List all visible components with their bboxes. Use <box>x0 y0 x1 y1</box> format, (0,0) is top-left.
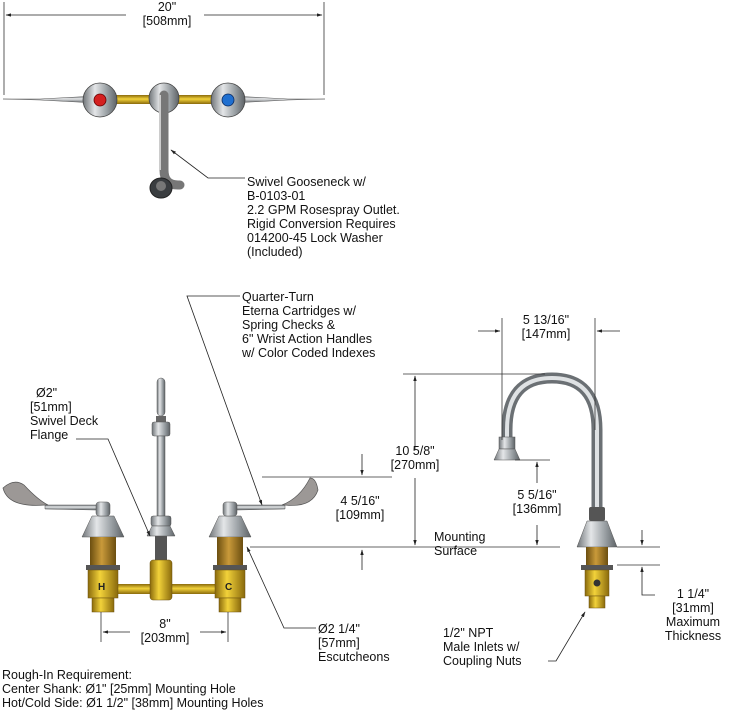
gooseneck-callout-line: 014200-45 Lock Washer <box>247 231 383 245</box>
hot-wrist-handle <box>44 504 97 511</box>
swivel-deck-flange <box>146 525 176 537</box>
gooseneck-side <box>505 375 599 510</box>
deck-thickness-mm: [31mm] <box>672 601 714 615</box>
hot-handle-top <box>2 95 97 104</box>
mounting-surface-line2: Surface <box>434 544 478 558</box>
overall-width-mm: [508mm] <box>142 14 192 28</box>
spout-base-nut <box>589 507 605 521</box>
spout-reach-inch: 5 13/16" <box>522 313 570 327</box>
flange-leader <box>76 438 151 537</box>
inlet-callout-line: Male Inlets w/ <box>443 640 520 654</box>
overall-height-mm: [270mm] <box>390 458 440 472</box>
escutcheon-diameter-mm: [57mm] <box>318 636 360 650</box>
gooseneck-leader <box>170 149 245 179</box>
side-escutcheon <box>576 520 618 548</box>
escutcheon-callout: Ø2 1/4" [57mm] Escutcheons <box>318 622 390 664</box>
center-spacing-mm: [203mm] <box>140 631 190 645</box>
cold-inlet <box>218 597 242 613</box>
center-spacing-dimension: 8" [203mm] <box>130 617 200 645</box>
escutcheon-diameter: Ø2 1/4" <box>318 622 360 636</box>
cold-index-icon <box>221 93 235 107</box>
cold-shank-thread <box>217 537 243 565</box>
overall-width-inch: 20" <box>157 0 177 14</box>
cartridge-callout: Quarter-Turn Eterna Cartridges w/ Spring… <box>242 290 375 360</box>
rough-in-requirement: Rough-In Requirement: Center Shank: Ø1" … <box>2 668 264 710</box>
gooseneck-callout-line: Rigid Conversion Requires <box>247 217 396 231</box>
mounting-surface-label: Mounting Surface <box>434 530 485 558</box>
thickness-arrow-bottom <box>640 566 655 596</box>
gooseneck-callout-line: (Included) <box>247 245 303 259</box>
deck-thickness-note: Thickness <box>664 629 722 643</box>
flange-callout-line: Flange <box>30 428 69 442</box>
overall-height-inch: 10 5/8" <box>395 444 435 458</box>
cartridge-callout-line: Quarter-Turn <box>242 290 314 304</box>
gooseneck-callout-line: Swivel Gooseneck w/ <box>247 175 366 189</box>
spout-reach-mm: [147mm] <box>521 327 571 341</box>
hot-inlet <box>91 597 115 613</box>
mounting-surface-line1: Mounting <box>434 530 486 544</box>
spout-clearance-inch: 5 5/16" <box>517 488 557 502</box>
side-view <box>403 318 660 662</box>
side-inlet <box>588 595 606 609</box>
center-shank <box>155 536 167 560</box>
rough-in-heading: Rough-In Requirement: <box>2 668 132 682</box>
rough-in-hot-cold-side: Hot/Cold Side: Ø1 1/2" [38mm] Mounting H… <box>2 696 264 710</box>
handle-height-dimension: 4 5/16" [109mm] <box>325 494 395 522</box>
handle-height-inch: 4 5/16" <box>340 494 380 508</box>
top-view <box>2 2 326 199</box>
gooseneck-callout-line: 2.2 GPM Rosespray Outlet. <box>247 203 400 217</box>
side-shank-thread <box>586 547 608 565</box>
hot-shank-thread <box>90 537 116 565</box>
cold-handle-top <box>231 95 326 104</box>
overall-width-dimension: 20" [508mm] <box>132 0 202 28</box>
spout-clearance-mm: [136mm] <box>512 502 562 516</box>
center-tee <box>149 559 173 601</box>
spout-riser <box>156 435 166 517</box>
spout-tip <box>156 377 166 417</box>
overall-height-dimension: 10 5/8" [270mm] <box>380 444 450 472</box>
deck-thickness-dimension: 1 1/4" [31mm] Maximum Thickness <box>656 587 730 643</box>
gooseneck-callout: Swivel Gooseneck w/ B-0103-01 2.2 GPM Ro… <box>247 175 400 259</box>
handle-height-mm: [109mm] <box>335 508 385 522</box>
flange-callout-line: Swivel Deck <box>30 414 99 428</box>
spout-reach-dimension: 5 13/16" [147mm] <box>506 313 586 341</box>
inlet-callout: 1/2" NPT Male Inlets w/ Coupling Nuts <box>443 626 522 668</box>
rough-in-center-shank: Center Shank: Ø1" [25mm] Mounting Hole <box>2 682 236 696</box>
rosespray-outlet <box>493 448 521 461</box>
escutcheon-label: Escutcheons <box>318 650 390 664</box>
flange-diameter: Ø2" <box>36 386 58 400</box>
spout-clearance-dimension: 5 5/16" [136mm] <box>500 488 574 516</box>
cartridge-callout-line: w/ Color Coded Indexes <box>242 346 376 360</box>
deck-thickness-inch: 1 1/4" <box>676 587 710 601</box>
cartridge-callout-line: 6" Wrist Action Handles <box>242 332 372 346</box>
flange-callout: Ø2" [51mm] Swivel Deck Flange <box>30 386 98 442</box>
cold-escutcheon <box>208 515 252 538</box>
cold-wrist-handle <box>236 504 286 511</box>
flange-diameter-mm: [51mm] <box>30 400 72 414</box>
deck-thickness-note: Maximum <box>665 615 721 629</box>
hot-index-icon <box>93 93 107 107</box>
cold-valve <box>208 477 319 613</box>
gooseneck-callout-line: B-0103-01 <box>247 189 306 203</box>
inlet-leader <box>548 611 586 662</box>
inlet-callout-line: Coupling Nuts <box>443 654 522 668</box>
cold-valve-label: C <box>225 582 232 593</box>
cartridge-leader <box>186 295 263 506</box>
hot-escutcheon <box>81 515 125 538</box>
center-spacing-inch: 8" <box>159 617 171 631</box>
hot-valve <box>2 481 125 613</box>
cartridge-callout-line: Spring Checks & <box>242 318 336 332</box>
cartridge-callout-line: Eterna Cartridges w/ <box>242 304 356 318</box>
front-view: H C <box>2 295 560 642</box>
escutcheon-leader <box>246 546 316 629</box>
hot-valve-label: H <box>98 582 105 593</box>
inlet-callout-line: 1/2" NPT <box>443 626 494 640</box>
